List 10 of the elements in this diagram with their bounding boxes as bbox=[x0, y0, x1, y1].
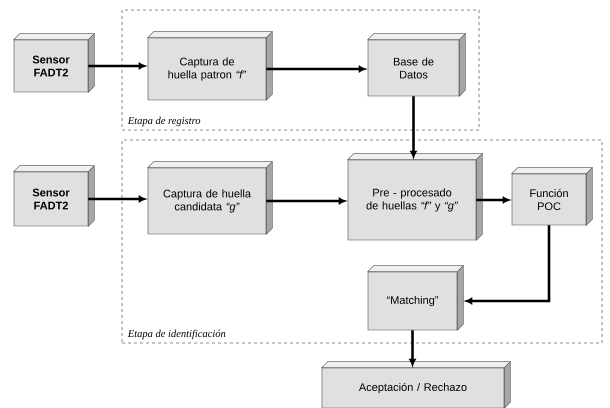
arrow bbox=[409, 330, 416, 366]
stage-label: Etapa de registro bbox=[128, 116, 200, 126]
arrow bbox=[88, 196, 146, 202]
arrow bbox=[266, 198, 346, 204]
stage-label: Etapa de identificación bbox=[128, 330, 226, 340]
arrow bbox=[476, 196, 510, 204]
arrow bbox=[466, 225, 550, 304]
arrow bbox=[410, 96, 417, 158]
arrow bbox=[88, 62, 146, 70]
arrow bbox=[266, 66, 366, 72]
